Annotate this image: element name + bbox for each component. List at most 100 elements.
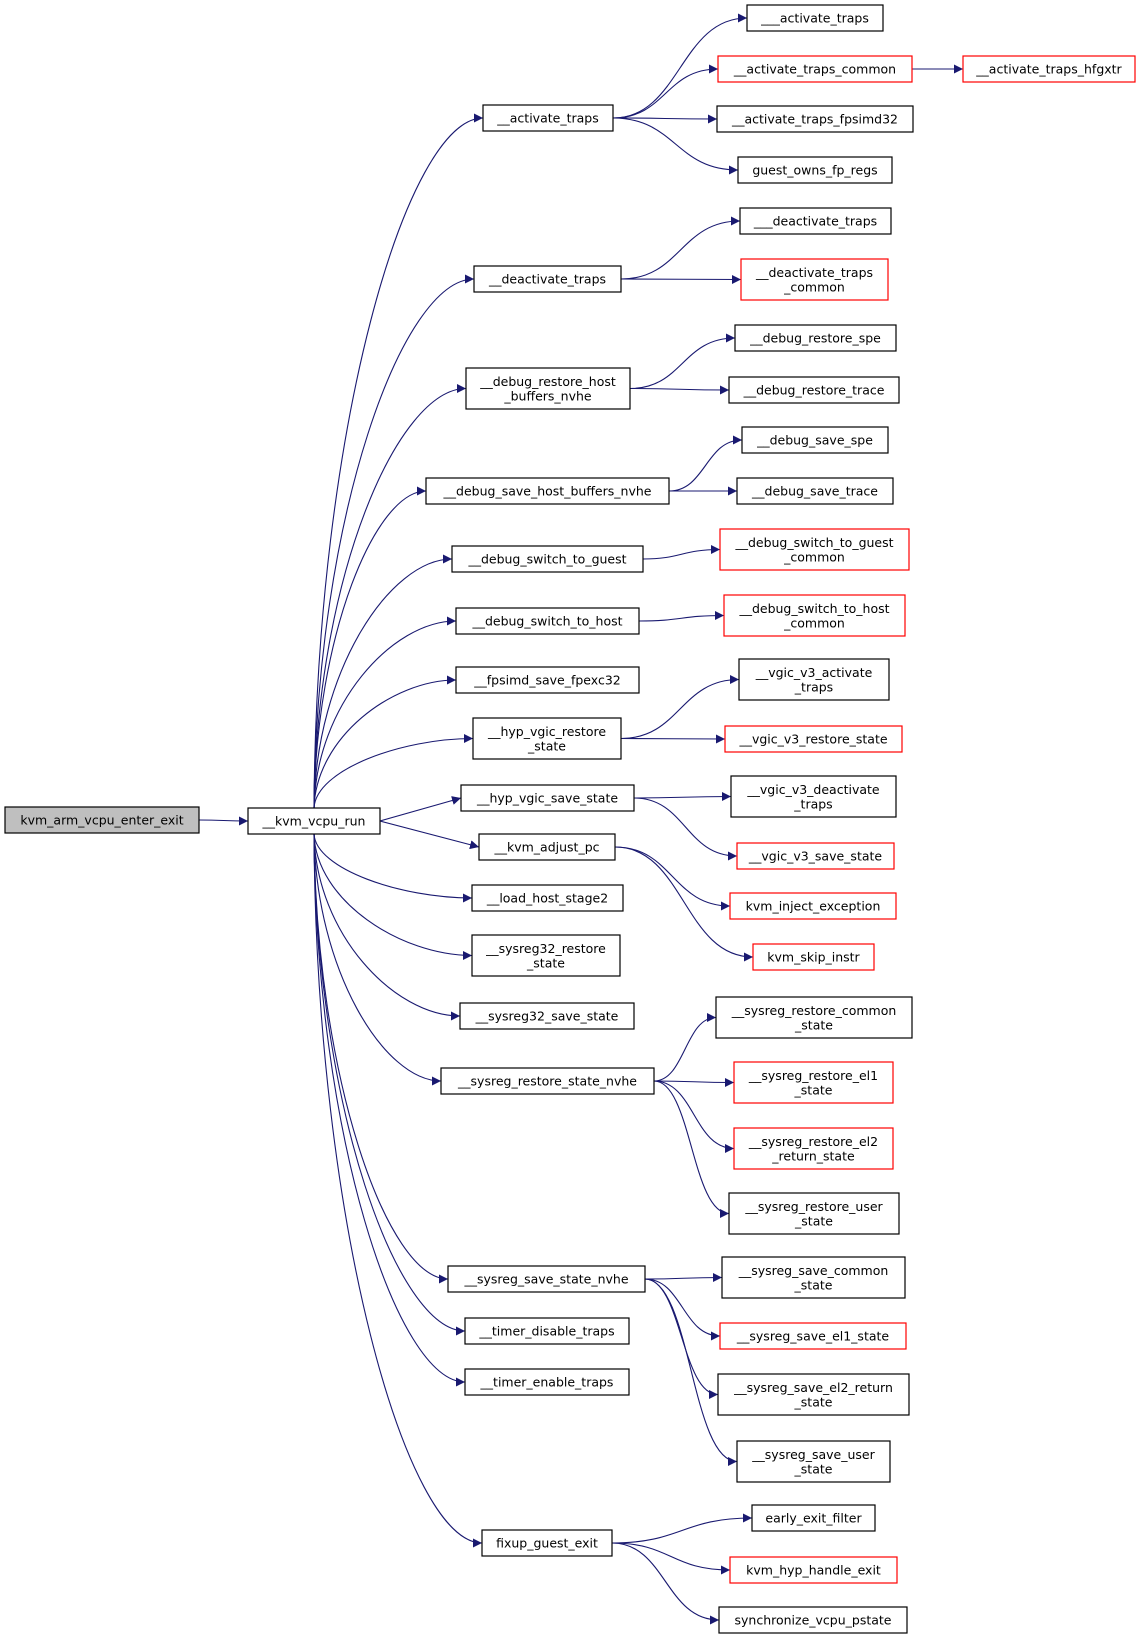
node-sysreg-save-state-nvhe[interactable]: __sysreg_save_state_nvhe [447, 1265, 646, 1293]
node-box [740, 258, 889, 301]
node-label: __sysreg_restore_state_nvhe [457, 1074, 637, 1089]
node-label: __load_host_stage2 [486, 891, 608, 906]
node-label: __kvm_adjust_pc [493, 840, 599, 855]
node-sysreg-save-el2-return-state[interactable]: __sysreg_save_el2_return_state [717, 1373, 910, 1416]
edge [313, 833, 483, 1548]
node-label: ___deactivate_traps [753, 214, 877, 229]
node-kvm-arm-vcpu-enter-exit[interactable]: kvm_arm_vcpu_enter_exit [4, 806, 200, 834]
node-debug-switch-to-host[interactable]: __debug_switch_to_host [455, 607, 640, 635]
edge-arrow [313, 833, 461, 1021]
edge-arrow [379, 820, 480, 850]
edge [313, 833, 461, 1021]
node-debug-switch-to-guest-common[interactable]: __debug_switch_to_guest_common [719, 528, 910, 571]
edge-arrow [629, 333, 736, 390]
node-vgic-v3-save-state[interactable]: __vgic_v3_save_state [736, 842, 895, 870]
node-label: _state [794, 1394, 833, 1409]
node-label: _common [783, 279, 845, 294]
node-guest-owns-fp-regs[interactable]: guest_owns_fp_regs [737, 156, 893, 184]
node-synchronize-vcpu-pstate[interactable]: synchronize_vcpu_pstate [718, 1606, 908, 1634]
node-box [451, 545, 644, 573]
edge-arrow [313, 616, 457, 809]
node-debug-switch-to-guest[interactable]: __debug_switch_to_guest [451, 545, 644, 573]
edge [653, 1080, 730, 1218]
node-sysreg-restore-state-nvhe[interactable]: __sysreg_restore_state_nvhe [440, 1067, 655, 1095]
edge-arrow [313, 554, 453, 809]
node-box [721, 1256, 906, 1299]
node-sysreg-restore-common-state[interactable]: __sysreg_restore_common_state [715, 996, 913, 1039]
node-label: __activate_traps_hfgxtr [975, 62, 1122, 77]
node-sysreg-save-common-state[interactable]: __sysreg_save_common_state [721, 1256, 906, 1299]
edge-arrow [642, 545, 721, 560]
node-activate-traps-fpsimd32[interactable]: __activate_traps_fpsimd32 [716, 105, 914, 133]
node-debug-switch-to-host-common[interactable]: __debug_switch_to_host_common [723, 594, 906, 637]
node-sysreg-restore-el1-state[interactable]: __sysreg_restore_el1_state [733, 1061, 894, 1104]
node-vgic-v3-deactivate-traps[interactable]: __vgic_v3_deactivate_traps [730, 775, 897, 818]
edge [629, 333, 736, 390]
node-sysreg32-save-state[interactable]: __sysreg32_save_state [459, 1002, 635, 1030]
node-box [455, 666, 640, 694]
node-fpsimd-save-fpexc32[interactable]: __fpsimd_save_fpexc32 [455, 666, 640, 694]
edge [620, 734, 726, 744]
node-hyp-vgic-save-state[interactable]: __hyp_vgic_save_state [460, 784, 635, 812]
node-timer-disable-traps[interactable]: __timer_disable_traps [464, 1317, 630, 1345]
node-label: __hyp_vgic_restore [487, 724, 606, 739]
node-sysreg-save-user-state[interactable]: __sysreg_save_user_state [736, 1440, 891, 1483]
edge-arrow [313, 113, 484, 809]
node-debug-save-spe[interactable]: __debug_save_spe [741, 426, 889, 454]
node-label: __debug_restore_host [479, 374, 616, 389]
node-timer-enable-traps[interactable]: __timer_enable_traps [464, 1368, 630, 1396]
edge-arrow [620, 216, 741, 280]
node-debug-restore-host-buffers-nvhe[interactable]: __debug_restore_host_buffers_nvhe [465, 367, 631, 410]
edge [614, 846, 731, 911]
node-box [471, 934, 621, 977]
node-activate-traps-common[interactable]: __activate_traps_common [717, 55, 913, 83]
node-label: __debug_switch_to_guest [734, 535, 893, 550]
node-kvm-inject-exception[interactable]: kvm_inject_exception [729, 892, 897, 920]
node-sysreg-restore-user-state[interactable]: __sysreg_restore_user_state [728, 1192, 900, 1235]
node-early-exit-filter[interactable]: early_exit_filter [751, 1504, 876, 1532]
node-activate-traps[interactable]: __activate_traps [482, 104, 614, 132]
node-box [962, 55, 1136, 83]
node-box [736, 842, 895, 870]
node-load-host-stage2[interactable]: __load_host_stage2 [471, 884, 624, 912]
node-fixup-guest-exit[interactable]: fixup_guest_exit [481, 1529, 613, 1557]
node-debug-restore-trace[interactable]: __debug_restore_trace [728, 376, 900, 404]
node-kvm-hyp-handle-exit[interactable]: kvm_hyp_handle_exit [729, 1556, 898, 1584]
edge [620, 675, 740, 740]
edge [313, 616, 457, 809]
node-label: fixup_guest_exit [496, 1536, 598, 1551]
edge-arrow [313, 274, 475, 809]
node-activate-traps[interactable]: ___activate_traps [746, 4, 884, 32]
edge-arrow [638, 611, 725, 622]
node-kvm-adjust-pc[interactable]: __kvm_adjust_pc [478, 833, 616, 861]
edge-arrow [653, 1080, 735, 1153]
edge-arrow [379, 796, 462, 822]
node-label: __sysreg_save_el2_return [733, 1380, 893, 1395]
node-deactivate-traps[interactable]: ___deactivate_traps [739, 207, 892, 235]
node-sysreg-restore-el2-return-state[interactable]: __sysreg_restore_el2_return_state [733, 1127, 894, 1170]
node-activate-traps-hfgxtr[interactable]: __activate_traps_hfgxtr [962, 55, 1136, 83]
node-box [734, 324, 897, 352]
edge [313, 833, 473, 960]
edge-arrow [612, 13, 748, 119]
node-label: __sysreg_save_user [751, 1447, 875, 1462]
node-deactivate-traps-common[interactable]: __deactivate_traps_common [740, 258, 889, 301]
node-hyp-vgic-restore-state[interactable]: __hyp_vgic_restore_state [472, 717, 622, 760]
node-sysreg-save-el1-state[interactable]: __sysreg_save_el1_state [719, 1322, 907, 1350]
node-debug-save-trace[interactable]: __debug_save_trace [736, 477, 894, 505]
node-vgic-v3-activate-traps[interactable]: __vgic_v3_activate_traps [738, 658, 890, 701]
node-kvm-skip-instr[interactable]: kvm_skip_instr [752, 943, 875, 971]
node-label: __sysreg_save_common [738, 1263, 889, 1278]
node-deactivate-traps[interactable]: __deactivate_traps [473, 265, 622, 293]
node-sysreg32-restore-state[interactable]: __sysreg32_restore_state [471, 934, 621, 977]
node-kvm-vcpu-run[interactable]: __kvm_vcpu_run [247, 807, 381, 835]
edge [313, 486, 427, 809]
node-debug-restore-spe[interactable]: __debug_restore_spe [734, 324, 897, 352]
node-label: kvm_skip_instr [767, 950, 860, 965]
edge [642, 545, 721, 560]
node-debug-save-host-buffers-nvhe[interactable]: __debug_save_host_buffers_nvhe [425, 477, 670, 505]
edge-arrow [313, 486, 427, 809]
node-vgic-v3-restore-state[interactable]: __vgic_v3_restore_state [724, 725, 903, 753]
edge-arrow [653, 1013, 717, 1082]
node-box [719, 1322, 907, 1350]
